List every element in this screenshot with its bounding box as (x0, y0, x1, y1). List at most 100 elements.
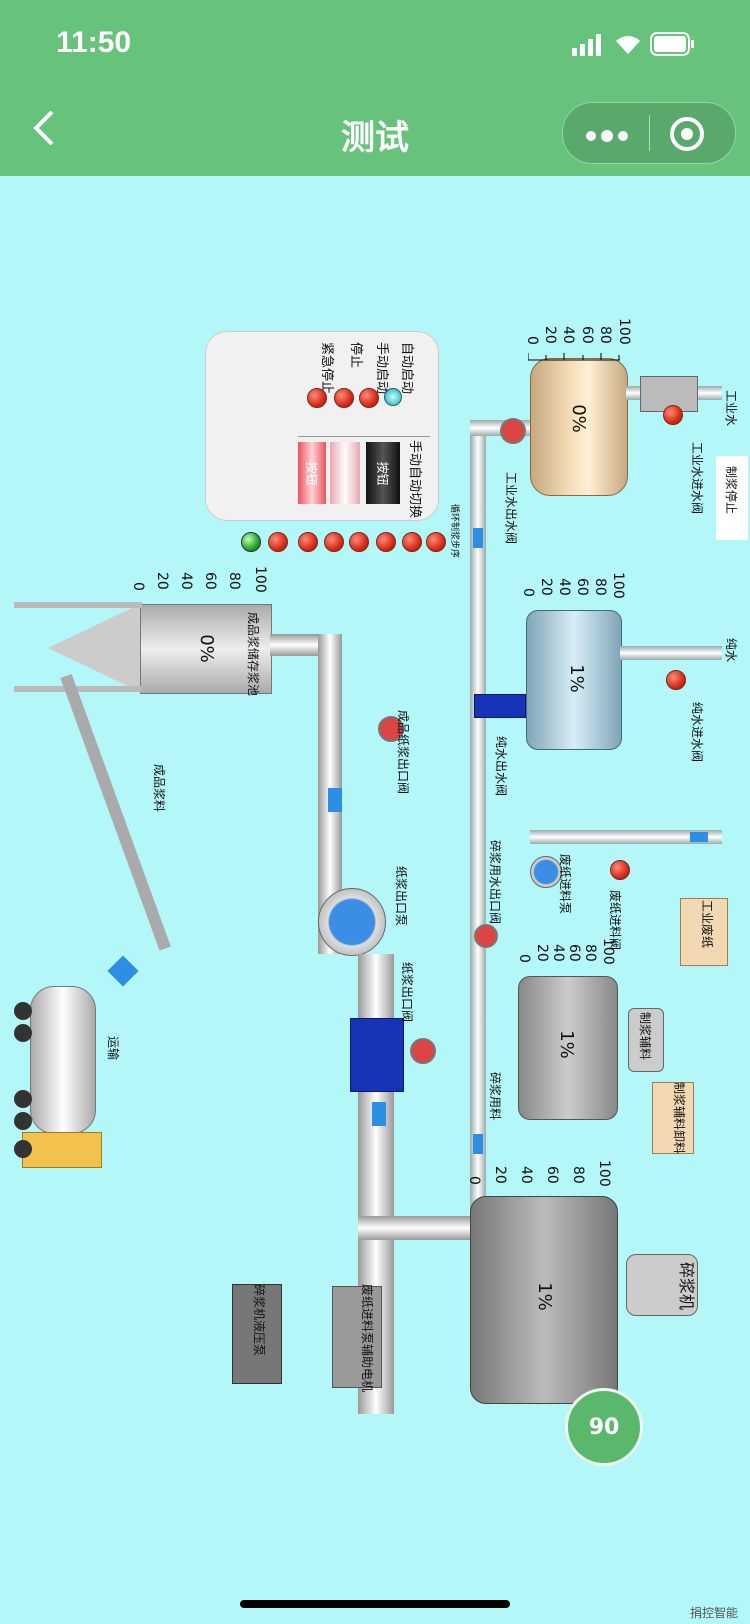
transport-truck (14, 986, 102, 1168)
pulp-outlet-valve[interactable] (350, 1018, 404, 1092)
pulping-aux-unload-label: 制浆辅料卸料 (672, 1082, 686, 1155)
pulp-outlet-pump[interactable] (318, 888, 386, 956)
waste-paper-feed-valve-lamp[interactable] (610, 860, 630, 880)
industrial-water-scale-40: 40 (560, 326, 576, 344)
pure-water-scale-60: 60 (574, 578, 590, 596)
pulp-mixer-scale-80: 80 (582, 944, 598, 962)
finished-storage-scale-80: 80 (226, 572, 242, 590)
switch-button-red[interactable]: 按钮 (298, 442, 326, 504)
finished-storage-tank (140, 604, 272, 694)
flow-indicator (372, 1102, 386, 1126)
waste-paper-feed-pump-label: 废纸进料泵 (558, 854, 572, 915)
pulping-aux-label: 制浆辅料 (638, 1012, 652, 1061)
pulper-scale-20: 20 (492, 1166, 508, 1184)
industrial-water-scale-80: 80 (597, 326, 613, 344)
pulp-mixer-level: 1% (555, 1030, 577, 1059)
pulper-scale-60: 60 (544, 1166, 560, 1184)
watermark: 捐控智能 (690, 1606, 739, 1620)
step-lamps-label: 循环制浆步序 (449, 504, 459, 559)
stop-label: 停止 (348, 342, 363, 369)
back-button[interactable] (30, 106, 56, 161)
panel-divider (298, 436, 430, 437)
pure-water-outlet-valve[interactable] (474, 694, 526, 718)
pulp-pipe (270, 634, 330, 656)
finished-storage-scale-0: 0 (130, 582, 146, 591)
pure-water-tank (526, 610, 622, 750)
step-lamp (324, 532, 344, 552)
finished-storage-level: 0% (195, 634, 217, 663)
finished-storage-frame (14, 686, 142, 692)
miniapp-capsule (562, 102, 736, 164)
step-lamp (268, 532, 288, 552)
pulp-outlet-valve-lamp[interactable] (410, 1038, 436, 1064)
finished-storage-label: 成品浆储存浆池 (246, 612, 260, 697)
pulper-level: 1% (533, 1282, 555, 1311)
flow-indicator (473, 1134, 483, 1154)
flow-indicator (328, 788, 342, 812)
pulper-motor[interactable] (626, 1254, 698, 1316)
chute (60, 673, 171, 951)
waste-paper-truck (680, 898, 728, 966)
capsule-divider (649, 115, 650, 151)
pulp-pipe (358, 1216, 476, 1240)
pulp-outlet-valve-label: 纸浆出口阀 (400, 962, 414, 1023)
industrial-water-inlet-valve-lamp[interactable] (663, 405, 683, 425)
page-title: 测试 (341, 118, 409, 158)
step-lamp-green (241, 532, 261, 552)
step-lamp (402, 532, 422, 552)
industrial-water-level: 0% (567, 404, 589, 433)
auto-start-lamp[interactable] (384, 388, 402, 406)
switch-button-dark[interactable]: 按钮 (366, 442, 400, 504)
status-time: 11:50 (56, 26, 132, 59)
manual-start-lamp[interactable] (359, 388, 379, 408)
industrial-water-inlet-label: 工业水进水阀 (690, 442, 704, 515)
waste-paper-aux-motor-label: 废纸进料泵辅助电机 (360, 1284, 374, 1393)
pure-water-scale-20: 20 (538, 578, 554, 596)
rotate-icon-label: 90 (588, 1414, 620, 1440)
pulp-mixer-scale-60: 60 (566, 944, 582, 962)
signal-icon (572, 34, 606, 60)
pulp-mixer-scale-100: 100 (600, 938, 616, 965)
stop-lamp[interactable] (334, 388, 354, 408)
switch-button-light[interactable] (330, 442, 360, 504)
step-lamp (426, 532, 446, 552)
pulper-water-outlet-valve[interactable] (474, 924, 498, 948)
emergency-stop-lamp[interactable] (307, 388, 327, 408)
nav-bar: 测试 (0, 88, 750, 176)
pure-water-outlet-label: 纯水出水阀 (494, 736, 508, 797)
chute-drop (107, 955, 139, 987)
close-target-icon[interactable] (669, 116, 705, 156)
auto-start-label: 自动启动 (399, 342, 414, 395)
pulper-scale-80: 80 (570, 1166, 586, 1184)
emergency-stop-label: 紧急停止 (319, 342, 334, 395)
pure-water-scale-80: 80 (592, 578, 608, 596)
rotate-button[interactable]: 90 (565, 1388, 643, 1466)
pulp-outlet-pump-label: 纸浆出口泵 (394, 866, 408, 927)
pulping-stop-label: 制浆停止 (724, 466, 738, 515)
pulper-scale-0: 0 (466, 1176, 482, 1185)
pulper-scale-100: 100 (596, 1160, 612, 1187)
pulping-aux-truck (652, 1082, 694, 1154)
switch-button-red-label: 按钮 (304, 460, 319, 486)
pulper-water-outlet-label: 碎浆用水出口阀 (488, 840, 502, 925)
pure-water-scale-100: 100 (610, 572, 626, 599)
step-lamp (349, 532, 369, 552)
pulping-aux-machine (628, 1008, 664, 1072)
waste-paper-feed-pump[interactable] (530, 856, 562, 888)
finished-outlet-valve[interactable] (378, 716, 404, 742)
industrial-water-outlet-valve[interactable] (500, 418, 526, 444)
pulp-mixer-scale-40: 40 (550, 944, 566, 962)
finished-outlet-valve-label: 成品纸浆出口阀 (396, 710, 410, 795)
finished-storage-frame (14, 602, 142, 608)
industrial-water-tank (530, 358, 628, 496)
status-bar: 11:50 (0, 0, 750, 88)
pure-water-level: 1% (565, 664, 587, 693)
waste-paper-aux-motor (332, 1286, 382, 1388)
pure-water-inlet-valve-lamp[interactable] (666, 670, 686, 690)
wifi-icon (613, 30, 643, 60)
industrial-water-scale (527, 346, 620, 361)
switch-label: 手动自动切换 (407, 440, 422, 519)
more-icon[interactable] (585, 127, 629, 146)
pulping-stop-box[interactable] (716, 456, 748, 540)
pulper-tank (470, 1196, 618, 1404)
